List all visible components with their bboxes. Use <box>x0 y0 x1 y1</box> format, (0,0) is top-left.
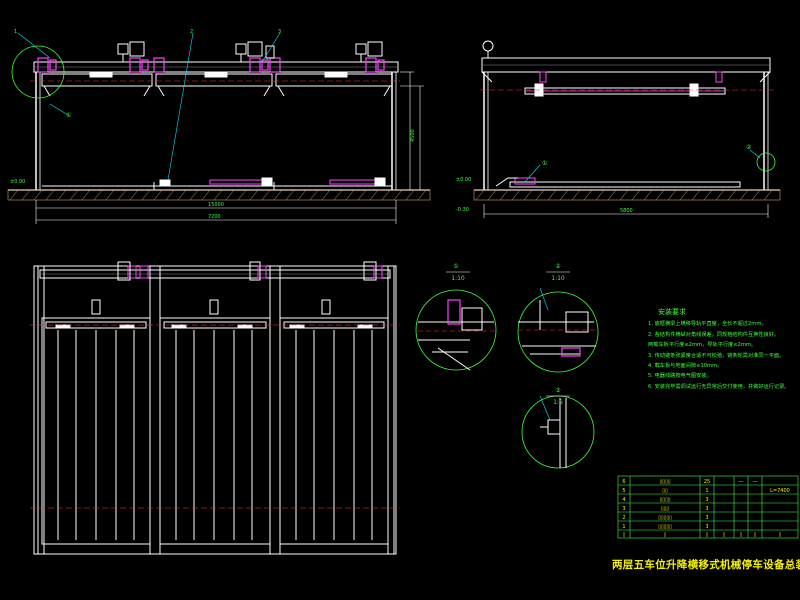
front-elevation-view <box>7 32 431 224</box>
side-lower-platform <box>509 181 741 188</box>
note-item: 6. 安装完毕需调试运行无异常后交付使用，并做好运行记录。 <box>648 383 790 390</box>
parts-cell: ▯▯▯ <box>661 506 670 512</box>
detail-2-circle <box>517 291 599 373</box>
plan-view <box>30 261 400 555</box>
parts-cell: 1 <box>622 524 625 530</box>
parts-table-text: 6 ▯▯▯▯ 25 — — L=7400 5 ▯▯ 1 4 ▯▯▯▯ 3 3 ▯… <box>622 479 789 538</box>
front-dim-height: 4500 <box>410 129 416 142</box>
plan-bay-1 <box>41 299 151 545</box>
detail-2-view <box>517 271 599 373</box>
side-detail-tag-1: ① <box>542 160 547 167</box>
motor-group-1 <box>37 57 165 73</box>
plan-bay-3 <box>279 299 389 545</box>
motor-group-2 <box>249 57 281 73</box>
parts-cell: 3 <box>705 506 708 512</box>
detail-2-ref: ② <box>555 263 561 270</box>
detail-3-ref: ③ <box>555 387 560 394</box>
note-item: 4. 载车板与地面间隙≤10mm。 <box>648 363 723 370</box>
parts-cell: ▯▯▯▯ <box>659 479 670 485</box>
parts-cell: 25 <box>704 479 710 485</box>
parts-table <box>617 475 799 539</box>
parts-cell: 1 <box>705 488 708 494</box>
note-item: 3. 传动链条张紧度合适不可松弛，链条轮需对准同一平面。 <box>648 352 785 359</box>
side-elevation-view <box>473 40 781 218</box>
parts-cell: ▯ <box>664 532 667 538</box>
detail-2-scale: 1:10 <box>551 275 565 282</box>
detail-1-ref: ① <box>453 263 458 270</box>
parts-cell: ▯▯▯▯▯ <box>658 515 672 521</box>
front-dim-inner: 7200 <box>208 214 221 220</box>
parts-cell: 2 <box>622 515 625 521</box>
detail-3-scale: 1:5 <box>553 399 563 406</box>
note-item: 5. 电器线路按电气图安装。 <box>648 373 712 380</box>
parts-cell: ▯ <box>740 532 743 538</box>
front-detail-tag: ① <box>66 112 71 119</box>
detail-1-scale: 1:10 <box>451 275 465 282</box>
parts-cell: — <box>753 479 758 485</box>
parts-cell: 3 <box>622 506 625 512</box>
parts-cell: — <box>739 479 744 485</box>
side-detail-tag-2: ② <box>746 144 752 151</box>
front-dim-total: 15000 <box>208 202 224 208</box>
parts-cell: 3 <box>705 497 708 503</box>
parts-cell: 3 <box>705 515 708 521</box>
installation-notes: 安装要求 1. 底框横梁上横移导轨平直度，全长不超过2mm。 2. 各结构件横纵… <box>648 307 798 392</box>
detail-circle-1 <box>11 45 65 99</box>
parts-cell: ▯▯▯▯▯ <box>658 524 672 530</box>
parts-cell: ▯ <box>706 532 709 538</box>
side-ground-mark-top: ±0.00 <box>456 177 471 183</box>
notes-title: 安装要求 <box>658 308 686 316</box>
side-dim-width: 5800 <box>620 208 633 214</box>
callout-3: 3 <box>278 29 281 35</box>
detail-1-view <box>415 271 497 371</box>
parts-cell: L=7400 <box>770 488 790 494</box>
front-ground-mark: ±0.00 <box>10 179 25 185</box>
parts-cell: 3 <box>705 524 708 530</box>
detail-1-circle <box>415 289 497 371</box>
parts-cell: ▯ <box>723 532 726 538</box>
note-item: 1. 底框横梁上横移导轨平直度，全长不超过2mm。 <box>648 321 767 328</box>
callout-2: 2 <box>190 29 193 35</box>
plan-outline <box>33 265 397 555</box>
note-item: 两载车板平行度≤2mm，导轨平行度≤2mm。 <box>648 342 757 349</box>
parts-cell: ▯ <box>779 532 782 538</box>
parts-cell: 4 <box>622 497 625 503</box>
note-item: 2. 各结构件横纵对角线误差，同规格结构件互换性良好。 <box>648 331 780 338</box>
drawing-title: 两层五车位升降横移式机械停车设备总装图 <box>612 559 800 571</box>
side-detail-circle-2 <box>756 152 776 172</box>
parts-cell: ▯▯ <box>662 488 668 494</box>
side-ground-mark-bottom: -0.30 <box>456 207 469 213</box>
callout-1: 1 <box>14 29 17 35</box>
parts-cell: ▯ <box>623 532 626 538</box>
parts-cell: 5 <box>622 488 625 494</box>
parts-cell: 6 <box>622 479 625 485</box>
parts-cell: ▯ <box>754 532 757 538</box>
motor-group-3 <box>365 57 385 73</box>
parts-cell: ▯▯▯▯ <box>659 497 670 503</box>
detail-3-view <box>521 395 595 469</box>
